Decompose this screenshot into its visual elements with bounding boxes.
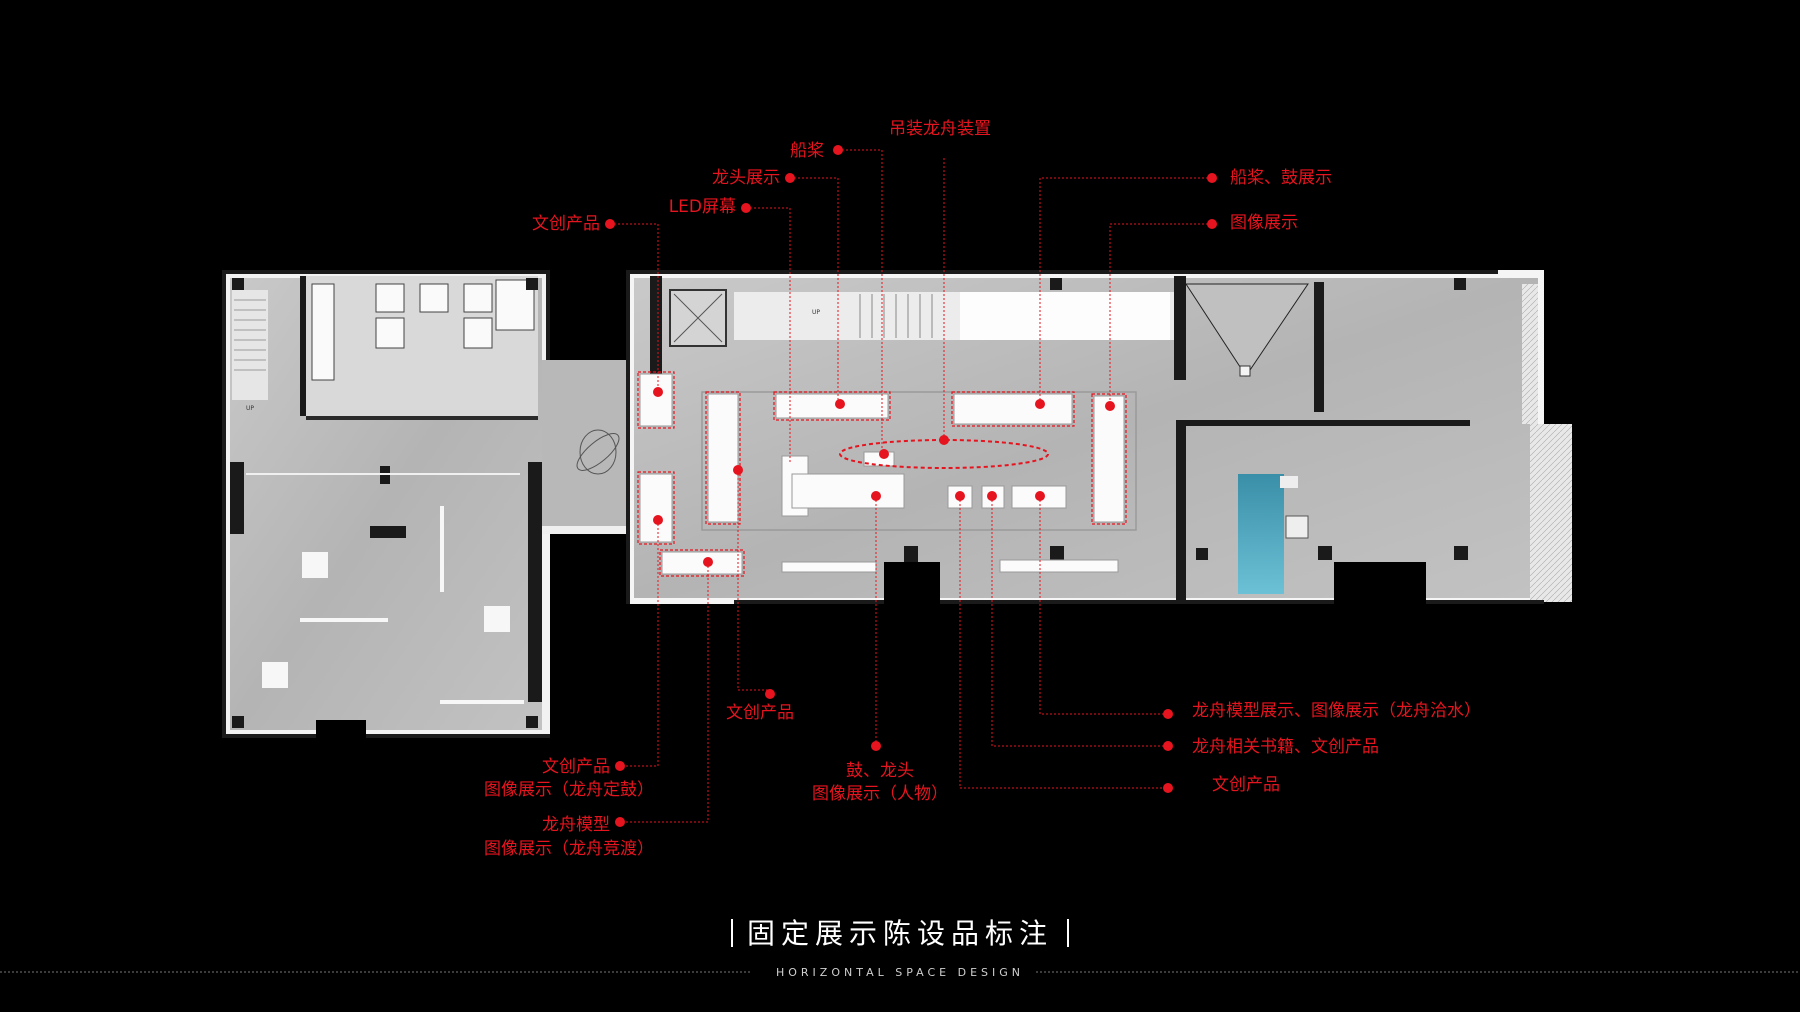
main-staircase: UP [734, 292, 1174, 340]
label-diaozhuang: 吊装龙舟装置 [889, 119, 991, 139]
label-wenchuang-dinggu-1: 文创产品 [542, 757, 610, 777]
corridor [542, 360, 652, 534]
label-wenchuang-dinggu-2: 图像展示（龙舟定鼓） [484, 780, 654, 800]
leader-lines [610, 149, 1212, 823]
label-tuxiang: 图像展示 [1230, 213, 1298, 233]
right-rooms [1185, 283, 1572, 602]
label-chuanjiang-top: 船桨 [790, 141, 824, 161]
main-walls [626, 270, 1544, 604]
label-gu-longtou-2: 图像展示（人物） [812, 784, 948, 804]
marker-dots [605, 145, 1217, 827]
label-moxing-1: 龙舟模型 [542, 815, 610, 835]
left-exhibit-tables [262, 506, 524, 704]
elevator [669, 289, 727, 347]
up-mark-main: UP [812, 309, 820, 316]
left-staircase: UP [232, 290, 268, 412]
label-gu-longtou-1: 鼓、龙头 [846, 761, 914, 781]
page-title: 固定展示陈设品标注 [746, 917, 1053, 950]
label-longtou: 龙头展示 [712, 168, 780, 188]
left-building-block: UP [222, 270, 550, 738]
title-bar-right [1067, 919, 1069, 947]
entry-notch-2 [1334, 562, 1426, 606]
title-bar-left [730, 919, 733, 947]
label-qiashui: 龙舟模型展示、图像展示（龙舟洽水） [1192, 701, 1481, 721]
page-title-wrap: 固定展示陈设品标注 [0, 912, 1800, 952]
label-wenchuang-right: 文创产品 [1212, 775, 1280, 795]
entry-notch-1 [884, 562, 940, 606]
up-mark-left: UP [246, 405, 254, 412]
restroom-area [306, 276, 538, 420]
label-led: LED屏幕 [668, 197, 736, 217]
page-subtitle: HORIZONTAL SPACE DESIGN [775, 966, 1025, 979]
label-shuji: 龙舟相关书籍、文创产品 [1192, 737, 1379, 757]
label-chuanjiang-gu: 船桨、鼓展示 [1230, 168, 1332, 188]
label-moxing-2: 图像展示（龙舟竞渡） [484, 839, 654, 859]
left-walls [222, 270, 550, 738]
outdoor-gap [550, 538, 610, 588]
main-exhibition-hall: UP [626, 270, 1572, 606]
highlight-boxes [637, 371, 1127, 577]
label-wenchuang-mid: 文创产品 [726, 703, 794, 723]
display-platform [701, 391, 1137, 531]
label-wenchuang-top: 文创产品 [532, 214, 600, 234]
